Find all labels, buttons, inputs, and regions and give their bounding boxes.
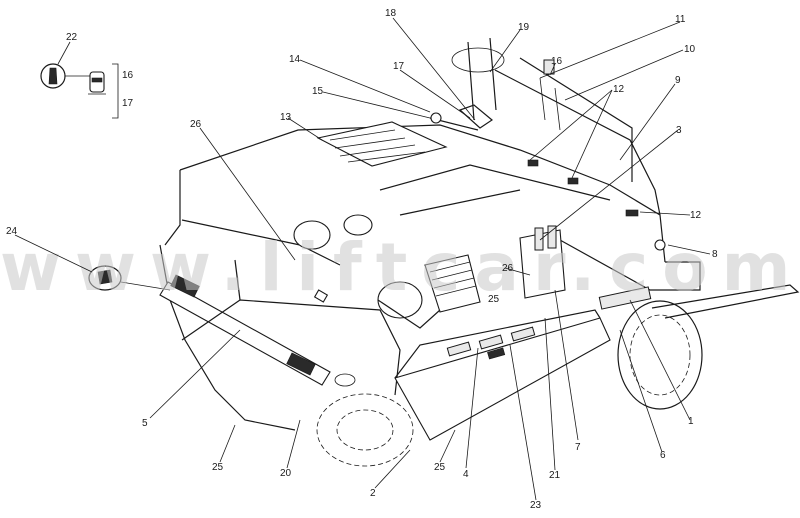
callout-18: 18 (385, 8, 397, 19)
leader-lines (14, 17, 711, 501)
callout-12-top: 12 (613, 84, 625, 95)
callout-1: 1 (688, 416, 694, 427)
callout-26-right: 26 (502, 263, 514, 274)
callout-17: 17 (393, 61, 405, 72)
callout-12-right: 12 (690, 210, 702, 221)
callout-19: 19 (518, 22, 530, 33)
callout-4: 4 (463, 469, 469, 480)
watermark-text: www.liftcar.com.ua (0, 229, 800, 306)
callout-11: 11 (675, 14, 686, 25)
callout-26-left: 26 (190, 119, 202, 130)
callout-13: 13 (280, 112, 292, 123)
callout-25-left: 25 (212, 462, 224, 473)
bracket-16-17 (112, 63, 119, 119)
callout-20: 22 (66, 32, 78, 43)
callout-2: 2 (370, 488, 376, 499)
detail-22-light (88, 265, 171, 291)
callout-16: 16 (551, 56, 563, 67)
callout-14: 14 (289, 54, 301, 65)
callout-24: 23 (530, 500, 542, 511)
callout-23: 21 (549, 470, 561, 481)
callout-25-bottom: 25 (434, 462, 446, 473)
callout-22: 24 (6, 226, 18, 237)
callout-labels: 22 16 17 24 26 13 14 15 17 18 19 11 16 1… (6, 8, 718, 511)
callout-21: 20 (280, 468, 292, 479)
callout-15: 15 (312, 86, 324, 97)
detail-20-lamp (40, 63, 106, 95)
callout-7: 7 (575, 442, 581, 453)
callout-8: 8 (712, 249, 718, 260)
forklift-body (159, 37, 800, 467)
callout-5: 5 (142, 418, 148, 429)
callout-3: 3 (676, 125, 682, 136)
callout-6: 6 (660, 450, 666, 461)
callout-9: 9 (675, 75, 681, 86)
callout-17-inset: 17 (122, 98, 134, 109)
callout-25-mid: 25 (488, 294, 500, 305)
callout-16-inset: 16 (122, 70, 134, 81)
callout-10: 10 (684, 44, 696, 55)
